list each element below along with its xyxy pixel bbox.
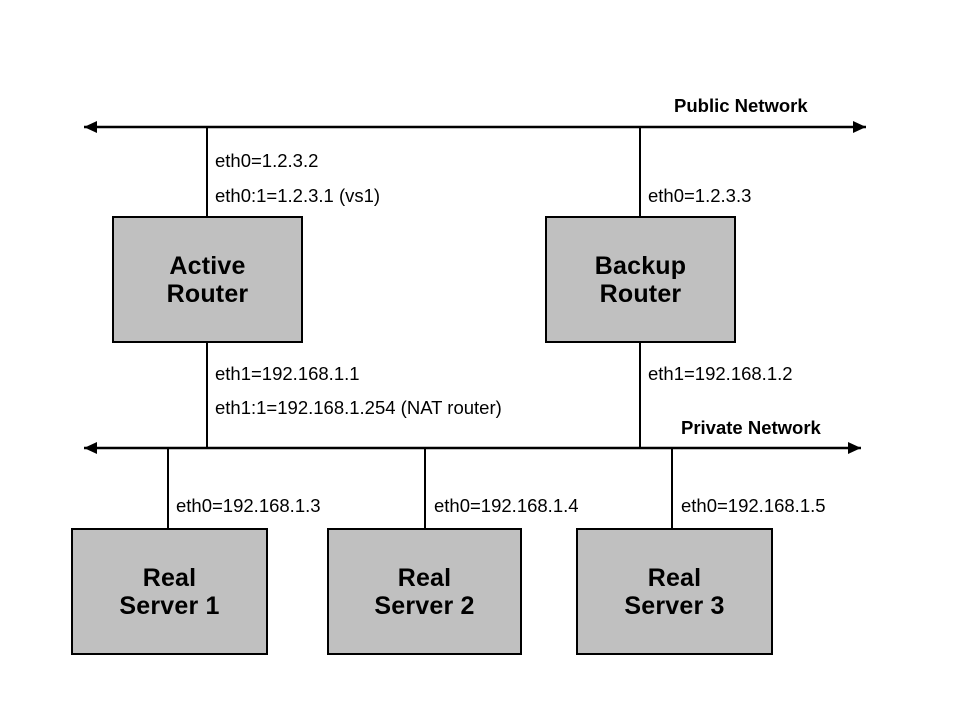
active-router-line-2: Router [166, 279, 249, 308]
node-real-server-2[interactable]: Real Server 2 [327, 528, 522, 655]
real-server-3-line-2: Server 3 [624, 591, 725, 620]
active-router-line-1: Active [169, 251, 246, 280]
active-router-eth1-alias-label: eth1:1=192.168.1.254 (NAT router) [215, 397, 502, 418]
backup-router-eth0-label: eth0=1.2.3.3 [648, 185, 752, 206]
active-router-eth0-alias-label: eth0:1=1.2.3.1 (vs1) [215, 185, 381, 206]
real-server-3-eth0-label: eth0=192.168.1.5 [681, 495, 826, 516]
real-server-2-line-2: Server 2 [374, 591, 475, 620]
node-real-server-3[interactable]: Real Server 3 [576, 528, 773, 655]
private-network-label: Private Network [681, 417, 821, 438]
node-backup-router[interactable]: Backup Router [545, 216, 736, 343]
node-real-server-1[interactable]: Real Server 1 [71, 528, 268, 655]
active-router-eth0-label: eth0=1.2.3.2 [215, 150, 319, 171]
real-server-3-line-1: Real [647, 563, 702, 592]
real-server-2-eth0-label: eth0=192.168.1.4 [434, 495, 579, 516]
backup-router-eth1-label: eth1=192.168.1.2 [648, 363, 793, 384]
node-active-router[interactable]: Active Router [112, 216, 303, 343]
real-server-1-eth0-label: eth0=192.168.1.3 [176, 495, 321, 516]
active-router-eth1-label: eth1=192.168.1.1 [215, 363, 360, 384]
real-server-1-line-2: Server 1 [119, 591, 220, 620]
backup-router-line-1: Backup [594, 251, 687, 280]
real-server-1-line-1: Real [142, 563, 197, 592]
backup-router-line-2: Router [599, 279, 682, 308]
real-server-2-line-1: Real [397, 563, 452, 592]
public-network-label: Public Network [674, 95, 808, 116]
